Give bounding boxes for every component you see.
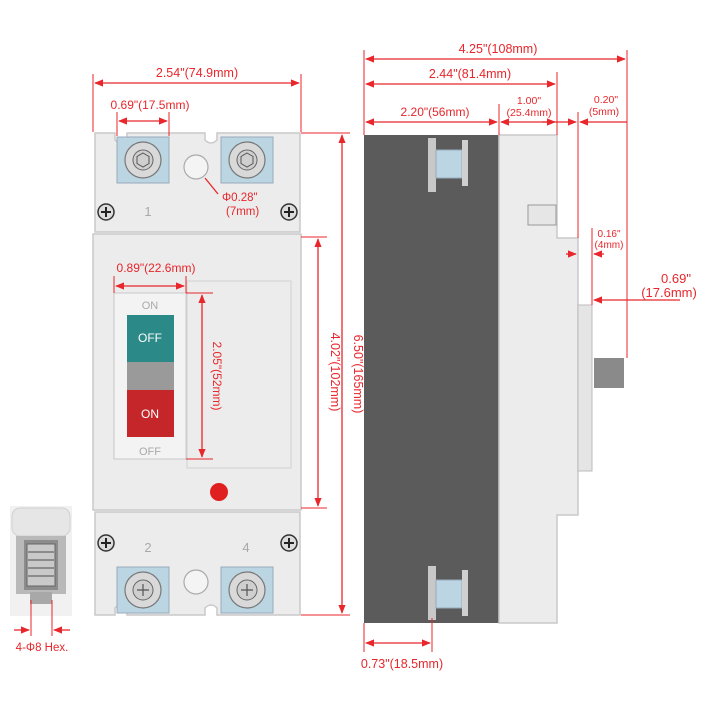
dim-hole-dia-1: Φ0.28" <box>222 192 258 204</box>
dim-step1-in: 1.00" <box>517 95 541 107</box>
side-front-plate <box>577 304 593 472</box>
hex-terminal-inset: 4-Φ8 Hex. <box>10 506 72 654</box>
terminal-top-right <box>220 136 274 184</box>
off-button <box>127 315 174 362</box>
toggle-lever <box>127 362 174 390</box>
dim-step3-mm: (4mm) <box>595 240 624 251</box>
dim-hole-leader <box>204 177 219 195</box>
side-lever <box>594 358 624 388</box>
terminal-number-4: 4 <box>242 540 249 555</box>
dim-hex-label: 4-Φ8 Hex. <box>16 642 69 654</box>
side-view <box>364 134 624 624</box>
side-clip <box>527 204 557 226</box>
side-body-light <box>498 134 579 624</box>
toggle-bottom-label: OFF <box>139 446 161 458</box>
dim-side-mid: 2.44"(81.4mm) <box>429 67 511 81</box>
dim-hole-dia-2: (7mm) <box>226 206 259 218</box>
mounting-hole-bottom <box>183 569 209 595</box>
terminal-bottom-left <box>116 566 170 614</box>
on-button <box>127 390 174 437</box>
toggle-top-label: ON <box>142 300 159 312</box>
dim-side-base: 2.20"(56mm) <box>401 105 470 119</box>
dim-total-height: 6.50"(165mm) <box>351 335 365 414</box>
side-terminal-top <box>428 138 468 192</box>
dim-lever-mm: (17.6mm) <box>641 285 697 300</box>
screw-bottom-right <box>280 534 298 552</box>
screw-top-right <box>280 203 298 221</box>
dim-toggle-height: 2.05"(52mm) <box>210 342 224 411</box>
dim-terminal-spacing: 0.69"(17.5mm) <box>111 98 190 112</box>
mounting-hole-top <box>183 154 209 180</box>
dim-bottom-offset: 0.73"(18.5mm) <box>361 657 443 671</box>
terminal-number-1: 1 <box>144 204 151 219</box>
dim-step2-mm: (5mm) <box>589 106 619 118</box>
dim-lever-in: 0.69" <box>661 271 691 286</box>
indicator-light <box>210 483 228 501</box>
dim-side-total: 4.25"(108mm) <box>459 42 538 56</box>
screw-top-left <box>97 203 115 221</box>
dim-step3-in: 0.16" <box>597 229 620 240</box>
dim-width-total: 2.54"(74.9mm) <box>156 66 238 80</box>
terminal-bottom-right <box>220 566 274 614</box>
terminal-top-left <box>116 136 170 184</box>
dim-toggle-width: 0.89"(22.6mm) <box>117 261 196 275</box>
label-window <box>186 280 292 469</box>
front-view: 1 ON OFF ON OFF 2 4 <box>92 132 302 616</box>
side-dimensions: 4.25"(108mm) 2.44"(81.4mm) 2.20"(56mm) 1… <box>361 42 697 671</box>
terminal-number-2: 2 <box>144 540 151 555</box>
dim-cover-height: 4.02"(102mm) <box>328 333 342 412</box>
on-button-label: ON <box>141 407 159 421</box>
off-button-label: OFF <box>138 331 162 345</box>
side-terminal-bottom <box>428 566 468 620</box>
front-dimensions: 2.54"(74.9mm) 0.69"(17.5mm) Φ0.28" (7mm)… <box>92 66 365 616</box>
dim-step2-in: 0.20" <box>594 94 618 106</box>
screw-bottom-left <box>97 534 115 552</box>
side-base-dark <box>364 135 499 623</box>
dim-step1-mm: (25.4mm) <box>507 107 552 119</box>
